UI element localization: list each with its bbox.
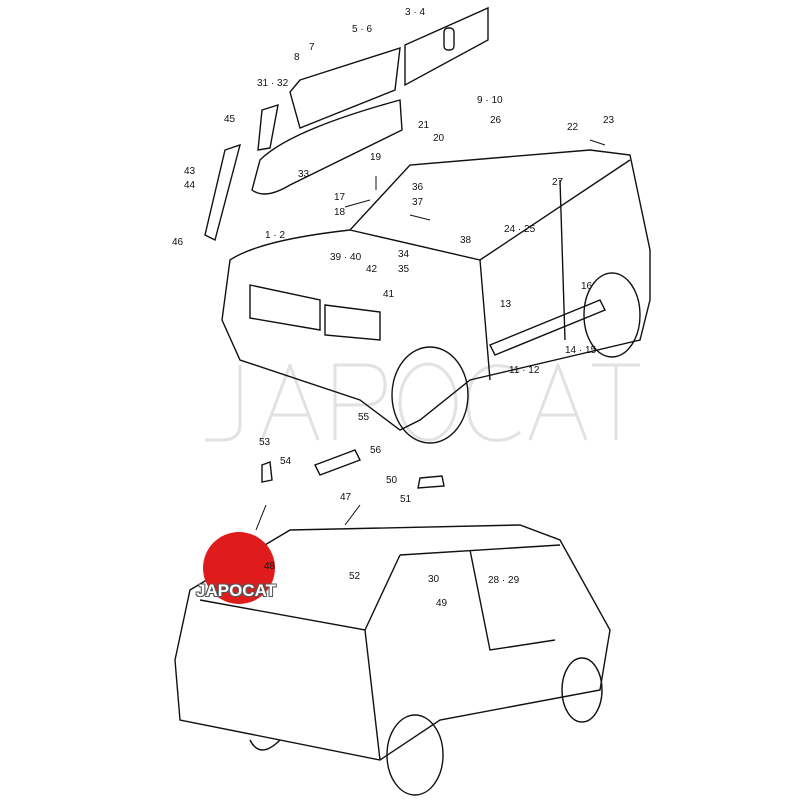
part-label: 41 — [383, 289, 395, 300]
part-label: 5 · 6 — [352, 24, 373, 35]
part-label: 17 — [334, 192, 346, 203]
part-label: 21 — [418, 120, 430, 131]
part-label: 23 — [603, 115, 615, 126]
part-label: 14 · 15 — [565, 345, 597, 356]
part-label: 54 — [280, 456, 292, 467]
part-label: 55 — [358, 412, 370, 423]
quarter-trim-panel — [289, 47, 401, 129]
part-label: 1 · 2 — [265, 230, 286, 241]
part-label: 42 — [366, 264, 378, 275]
part-label: 35 — [398, 264, 410, 275]
part-label: 51 — [400, 494, 412, 505]
part-label: 26 — [490, 115, 502, 126]
upper-car-body — [221, 149, 651, 431]
part-label: 19 — [370, 152, 382, 163]
part-label: 3 · 4 — [405, 7, 426, 18]
part-label: 33 — [298, 169, 310, 180]
part-label: 45 — [224, 114, 236, 125]
part-label: 38 — [460, 235, 472, 246]
part-label: 46 — [172, 237, 184, 248]
part-label: 16 — [581, 281, 593, 292]
upper-panel — [404, 6, 489, 87]
part-label: 53 — [259, 437, 271, 448]
lower-car-body — [174, 524, 611, 761]
part-label: 47 — [340, 492, 352, 503]
part-label: 52 — [349, 571, 361, 582]
pillar-trim — [257, 103, 279, 151]
part-label: 22 — [567, 122, 579, 133]
front-pillar-trim — [204, 143, 242, 242]
part-label: 7 — [309, 42, 315, 53]
part-label: 37 — [412, 197, 424, 208]
part-label: 28 · 29 — [488, 575, 520, 586]
logo-text: JAPOCAT — [196, 581, 276, 600]
part-label: 24 · 25 — [504, 224, 536, 235]
japocat-logo — [203, 532, 275, 604]
part-label: 31 · 32 — [257, 78, 289, 89]
part-label: 44 — [184, 180, 196, 191]
part-label: 50 — [386, 475, 398, 486]
part-label: 39 · 40 — [330, 252, 362, 263]
part-label: 34 — [398, 249, 410, 260]
side-window-trim — [251, 99, 403, 195]
part-label: 20 — [433, 133, 445, 144]
part-label: 9 · 10 — [477, 95, 503, 106]
part-label: 56 — [370, 445, 382, 456]
part-label: 18 — [334, 207, 346, 218]
part-label: 43 — [184, 166, 196, 177]
part-label: 13 — [500, 299, 512, 310]
part-label: 30 — [428, 574, 440, 585]
part-label: 11 · 12 — [509, 365, 540, 376]
part-label: 36 — [412, 182, 424, 193]
part-label: 49 — [436, 598, 448, 609]
part-label: 48 — [264, 561, 276, 572]
part-label: 8 — [294, 52, 300, 63]
part-label: 27 — [552, 177, 564, 188]
